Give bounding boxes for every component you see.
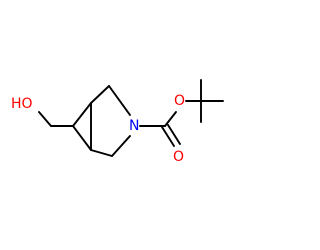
- ring-nitrogen-label: N: [129, 118, 139, 134]
- hydroxyl-label: HO: [11, 96, 33, 112]
- bond-c1-c7: [90, 85, 110, 104]
- ester-oxygen-label: O: [174, 93, 185, 109]
- bicyclic-ring-bonds: [72, 85, 131, 157]
- bond-carbonyl-double-b: [167, 124, 181, 145]
- bond-carbonyl-c-ester-o: [164, 111, 177, 127]
- bond-c7-n: [108, 85, 131, 116]
- atom-labels: HO N O O: [11, 93, 185, 165]
- bond-carbonyl-double-a: [161, 126, 175, 147]
- structure-canvas: HO N O O: [11, 79, 224, 165]
- hydroxymethyl-bonds: [38, 111, 74, 127]
- bond-n-c5: [111, 135, 131, 157]
- bond-c1-c9: [72, 102, 92, 127]
- molecule-drawing: HO N O O: [11, 79, 224, 165]
- boc-group-bonds: [139, 79, 224, 147]
- bond-c5-c6: [90, 149, 113, 157]
- bond-c6-c9: [72, 125, 92, 151]
- carbonyl-oxygen-label: O: [173, 149, 184, 165]
- bond-ch2-oh: [38, 111, 52, 127]
